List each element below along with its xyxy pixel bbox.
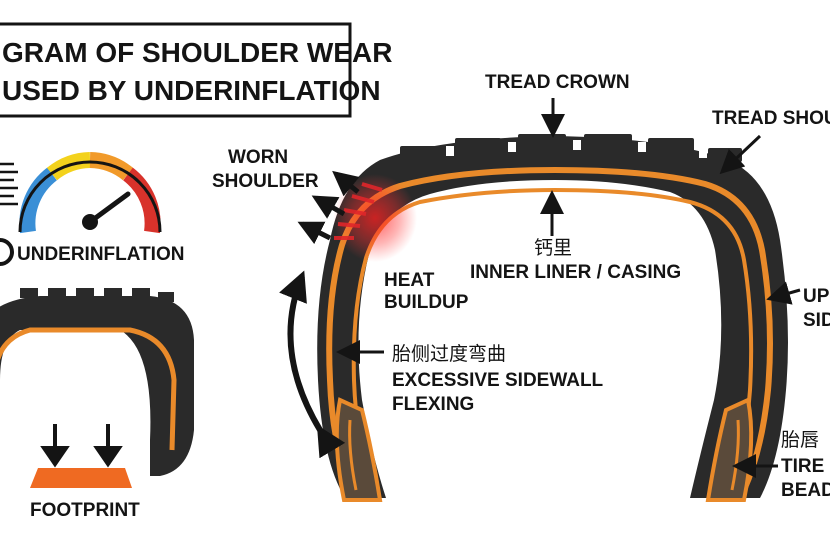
worn-shoulder-label-1: WORN [228,147,288,168]
inner-liner-zh-label: 钙里 [534,237,572,259]
tread-crown-label: TREAD CROWN [485,72,630,93]
inner-liner-label: INNER LINER / CASING [470,262,681,283]
title-box: GRAM OF SHOULDER WEAR USED BY UNDERINFLA… [0,22,392,118]
title-border [0,22,352,118]
footprint-arrow-icons [40,424,123,468]
bead-zh-label: 胎唇 [781,429,819,451]
underinflation-label: UNDERINFLATION [17,244,184,265]
small-tire-casing [0,327,177,451]
worn-shoulder-arrows [297,170,360,245]
small-tire-rubber [0,296,194,476]
gauge-icon-group: UNDERINFLATION [0,152,184,266]
sidewall-label-1: EXCESSIVE SIDEWALL [392,370,604,391]
sidewall-zh-label: 胎侧过度弯曲 [392,343,506,365]
heat-buildup-label-1: HEAT [384,270,435,291]
sidewall-flex-arrow [279,270,346,459]
tread-shoulder-label: TREAD SHOU [712,108,830,129]
tire-tread-grooves [446,140,707,158]
title-line-2: USED BY UNDERINFLATION [2,75,381,106]
small-tire-cross-section: FOOTPRINT [0,288,194,521]
left-bead [334,397,383,502]
heat-buildup-label-2: BUILDUP [384,292,469,313]
bead-label-1: TIRE I [781,456,830,477]
worn-shoulder-stripes [334,182,383,240]
sidewall-label-2: FLEXING [392,394,474,415]
worn-shoulder-label-2: SHOULDER [212,171,319,192]
pressure-gauge-icon [18,152,162,234]
bead-label-2: BEAD [781,480,830,501]
upper-sidewall-label-2: SID [803,310,830,331]
warning-circle-icon [0,238,14,266]
upper-sidewall-leader [766,281,801,305]
footprint-label: FOOTPRINT [30,500,140,521]
meter-ticks-icon [0,162,18,206]
upper-sidewall-label-1: UP [803,286,830,307]
main-tire-cross-section [279,134,788,502]
small-tire-tread [20,288,174,302]
title-line-1: GRAM OF SHOULDER WEAR [2,37,392,68]
footprint-patch [30,468,132,488]
tread-shoulder-leader [719,134,762,175]
